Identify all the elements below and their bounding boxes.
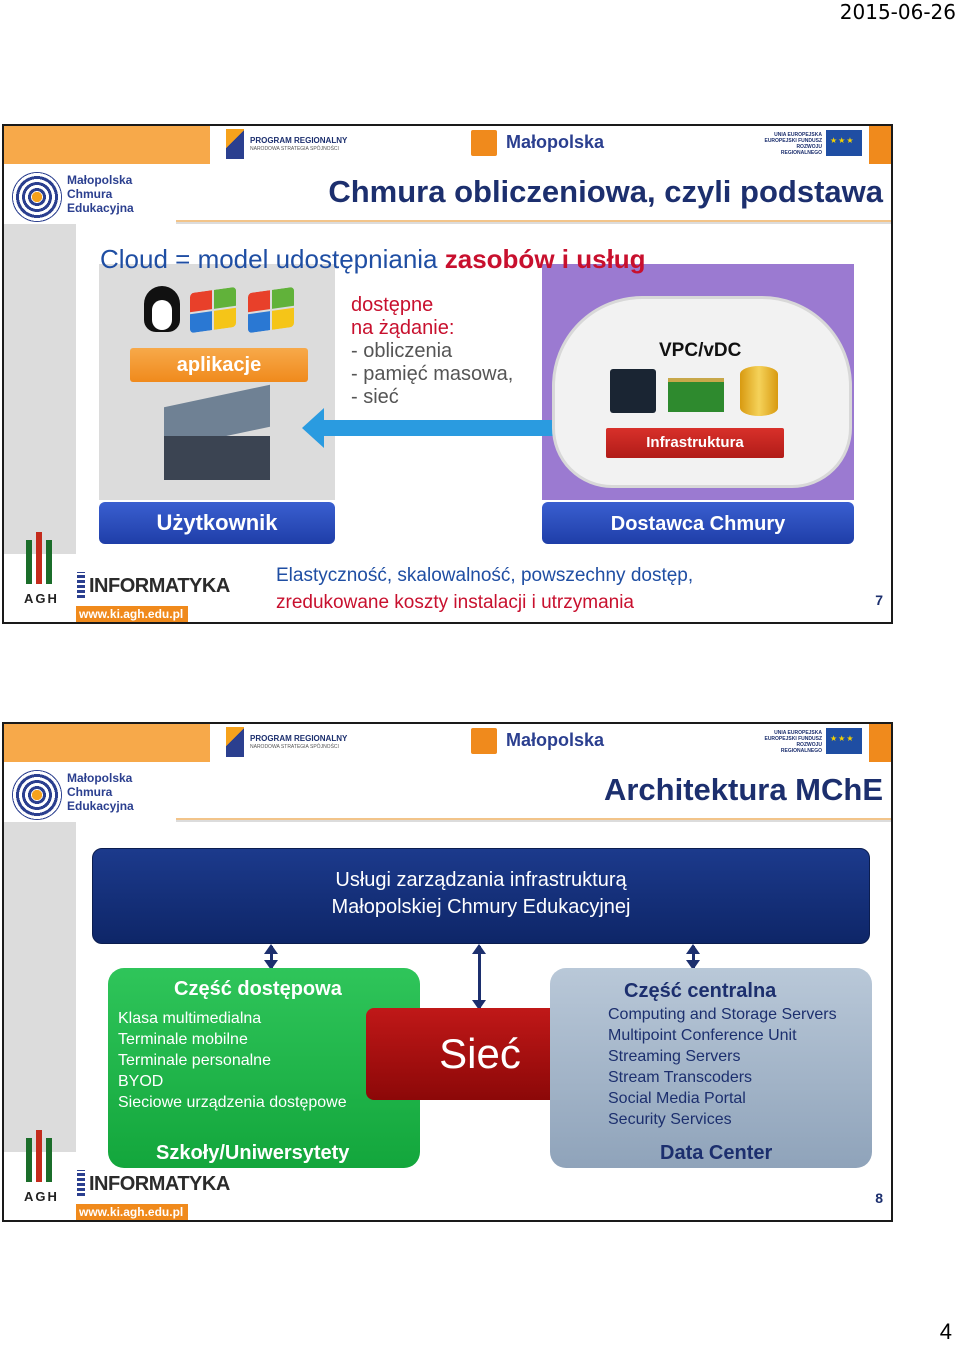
- page-number: 4: [939, 1319, 952, 1344]
- malopolska-label: Małopolska: [506, 730, 605, 750]
- building-icon: [154, 384, 280, 482]
- slide-architecture: PROGRAM REGIONALNY NARODOWA STRATEGIA SP…: [2, 722, 893, 1222]
- double-arrow-icon: [302, 408, 580, 448]
- access-part-title: Część dostępowa: [174, 978, 342, 1000]
- program-regional-label: PROGRAM REGIONALNY: [250, 734, 348, 743]
- www-bar: [76, 1204, 188, 1220]
- mche-logo-text: Małopolska Chmura Edukacyjna: [67, 771, 134, 813]
- informatyka-logo-icon: [77, 572, 85, 598]
- list-item: Multipoint Conference Unit: [608, 1027, 797, 1044]
- list-item: Stream Transcoders: [608, 1069, 753, 1086]
- malopolska-icon: [471, 130, 497, 156]
- program-regional-sub: NARODOWA STRATEGIA SPÓJNOŚCI: [250, 744, 339, 750]
- title-underline: [176, 818, 891, 820]
- header-orange-left: [4, 724, 210, 762]
- provider-bar: Dostawca Chmury: [542, 502, 854, 544]
- infrastructure-label: Infrastruktura: [606, 428, 784, 458]
- access-part-list: Klasa multimedialna Terminale mobilne Te…: [118, 1008, 347, 1113]
- left-strip: [4, 224, 76, 554]
- program-regional-label: PROGRAM REGIONALNY: [250, 136, 348, 145]
- double-arrow-icon: [472, 944, 486, 1010]
- document-date: 2015-06-26: [839, 0, 956, 24]
- on-demand-resources: dostępne na żądanie: - obliczenia - pami…: [351, 294, 514, 408]
- central-part-list: Computing and Storage Servers Multipoint…: [608, 1004, 837, 1130]
- malopolska-label: Małopolska: [506, 132, 605, 152]
- list-item: Social Media Portal: [608, 1090, 746, 1107]
- user-bar: Użytkownik: [99, 502, 335, 544]
- linux-penguin-icon: [144, 286, 180, 332]
- agh-logo-icon: [24, 1130, 60, 1202]
- apps-label: aplikacje: [130, 348, 308, 382]
- cpu-chip-icon: [610, 369, 656, 413]
- www-bar: [76, 606, 188, 622]
- ram-module-icon: [668, 378, 724, 412]
- eu-label: UNIA EUROPEJSKA EUROPEJSKI FUNDUSZ ROZWO…: [764, 132, 822, 156]
- header-orange-right: [869, 126, 891, 164]
- agh-label: AGH: [24, 1189, 59, 1204]
- agh-label: AGH: [24, 591, 59, 606]
- title-bar: [176, 762, 891, 818]
- list-item: Security Services: [608, 1111, 732, 1128]
- malopolska-icon: [471, 728, 497, 754]
- mche-logo-icon: [12, 172, 62, 222]
- cloud-definition: Cloud = model udostępniania zasobów i us…: [100, 244, 646, 274]
- database-icon: [740, 366, 778, 416]
- list-item: Sieciowe urządzenia dostępowe: [118, 1094, 347, 1111]
- program-regional-icon: [226, 129, 244, 159]
- slide-title: Architektura MChE: [603, 772, 883, 807]
- website-link[interactable]: www.ki.agh.edu.pl: [79, 607, 184, 621]
- informatyka-label: INFORMATYKA: [89, 1173, 230, 1195]
- list-item: Computing and Storage Servers: [608, 1006, 837, 1023]
- header-orange-right: [869, 724, 891, 762]
- windows-logo-icon: [190, 286, 236, 334]
- program-regional-icon: [226, 727, 244, 757]
- informatyka-label: INFORMATYKA: [89, 575, 230, 597]
- double-arrow-icon: [264, 944, 278, 970]
- header-orange-left: [4, 126, 210, 164]
- list-item: Terminale personalne: [118, 1052, 271, 1069]
- header-logo-strip: [210, 724, 873, 762]
- program-regional-sub: NARODOWA STRATEGIA SPÓJNOŚCI: [250, 146, 339, 152]
- agh-logo-icon: [24, 532, 60, 604]
- eu-flag-icon: [826, 130, 862, 156]
- vpc-label: VPC/vDC: [659, 340, 742, 361]
- eu-label: UNIA EUROPEJSKA EUROPEJSKI FUNDUSZ ROZWO…: [764, 730, 822, 754]
- title-bar: [176, 164, 891, 220]
- header-logo-strip: [210, 126, 873, 164]
- access-part-footer: Szkoły/Uniwersytety: [156, 1142, 350, 1164]
- windows-logo-icon: [248, 286, 294, 334]
- list-item: Klasa multimedialna: [118, 1010, 262, 1027]
- list-item: Terminale mobilne: [118, 1031, 248, 1048]
- list-item: BYOD: [118, 1073, 164, 1090]
- central-part-title: Część centralna: [624, 980, 777, 1002]
- informatyka-logo-icon: [77, 1170, 85, 1196]
- mche-logo-text: Małopolska Chmura Edukacyjna: [67, 173, 134, 215]
- central-part-box: [550, 968, 872, 1168]
- list-item: Streaming Servers: [608, 1048, 741, 1065]
- eu-flag-icon: [826, 728, 862, 754]
- management-services-box: Usługi zarządzania infrastrukturą Małopo…: [92, 848, 870, 944]
- cloud-benefits: Elastyczność, skalowalność, powszechny d…: [276, 565, 694, 613]
- central-part-footer: Data Center: [660, 1142, 773, 1164]
- double-arrow-icon: [686, 944, 700, 970]
- slide-number: 8: [875, 1190, 883, 1206]
- slide-title: Chmura obliczeniowa, czyli podstawa: [328, 174, 883, 209]
- left-strip: [4, 822, 76, 1152]
- website-link[interactable]: www.ki.agh.edu.pl: [79, 1205, 184, 1219]
- mche-logo-icon: [12, 770, 62, 820]
- title-underline: [176, 220, 891, 222]
- slide-cloud-basics: PROGRAM REGIONALNY NARODOWA STRATEGIA SP…: [2, 124, 893, 624]
- slide-number: 7: [875, 592, 883, 608]
